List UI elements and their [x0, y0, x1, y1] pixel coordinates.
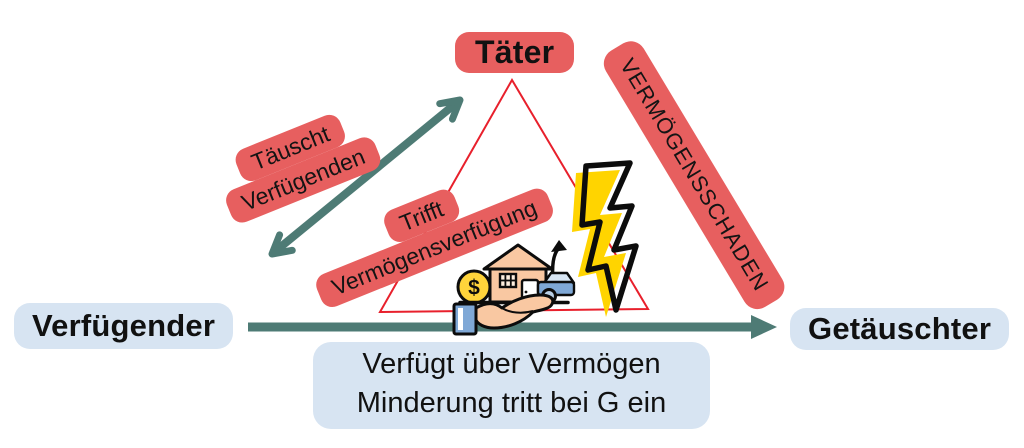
node-taeter: Täter [455, 32, 575, 73]
lightning-bolt-icon [572, 160, 639, 317]
diagonal-double-arrow [268, 96, 464, 258]
node-getaeuschter-label: Getäuschter [808, 311, 992, 346]
car-icon [536, 271, 576, 304]
hand-holding-assets-icon: $ [452, 240, 576, 336]
bolt-outline [579, 160, 639, 313]
coin-symbol: $ [468, 277, 480, 300]
up-arrow-head [551, 240, 567, 252]
dollar-coin-icon: $ [456, 269, 492, 305]
caption-box: Verfügt über Vermögen Minderung tritt be… [313, 342, 710, 429]
node-verfuegender: Verfügender [14, 303, 234, 349]
hand-icon [452, 293, 555, 336]
node-getaeuschter: Getäuschter [790, 308, 1010, 350]
caption-line1: Verfügt über Vermögen [362, 348, 661, 380]
node-verfuegender-label: Verfügender [32, 308, 216, 343]
node-taeter-label: Täter [475, 34, 555, 70]
caption-line2: Minderung tritt bei G ein [356, 387, 667, 420]
